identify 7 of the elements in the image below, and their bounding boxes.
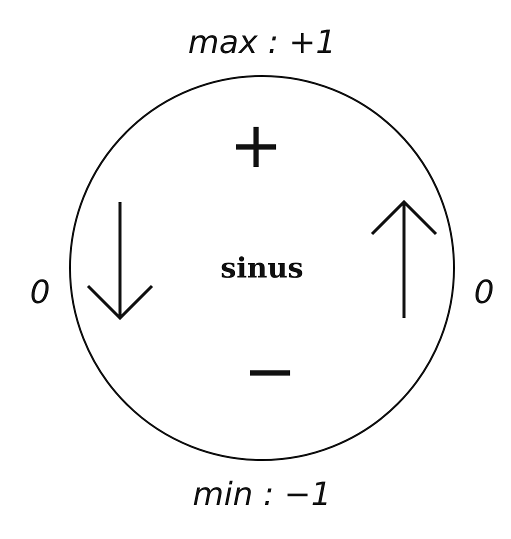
max-label: max : +1 — [188, 26, 336, 58]
zero-label: 0 — [30, 276, 50, 308]
zero-label: 0 — [474, 276, 494, 308]
function-name: sinus — [220, 252, 304, 284]
min-label: min : −1 — [192, 478, 332, 510]
minus-sign: − — [243, 340, 297, 404]
plus-sign: + — [229, 114, 283, 178]
